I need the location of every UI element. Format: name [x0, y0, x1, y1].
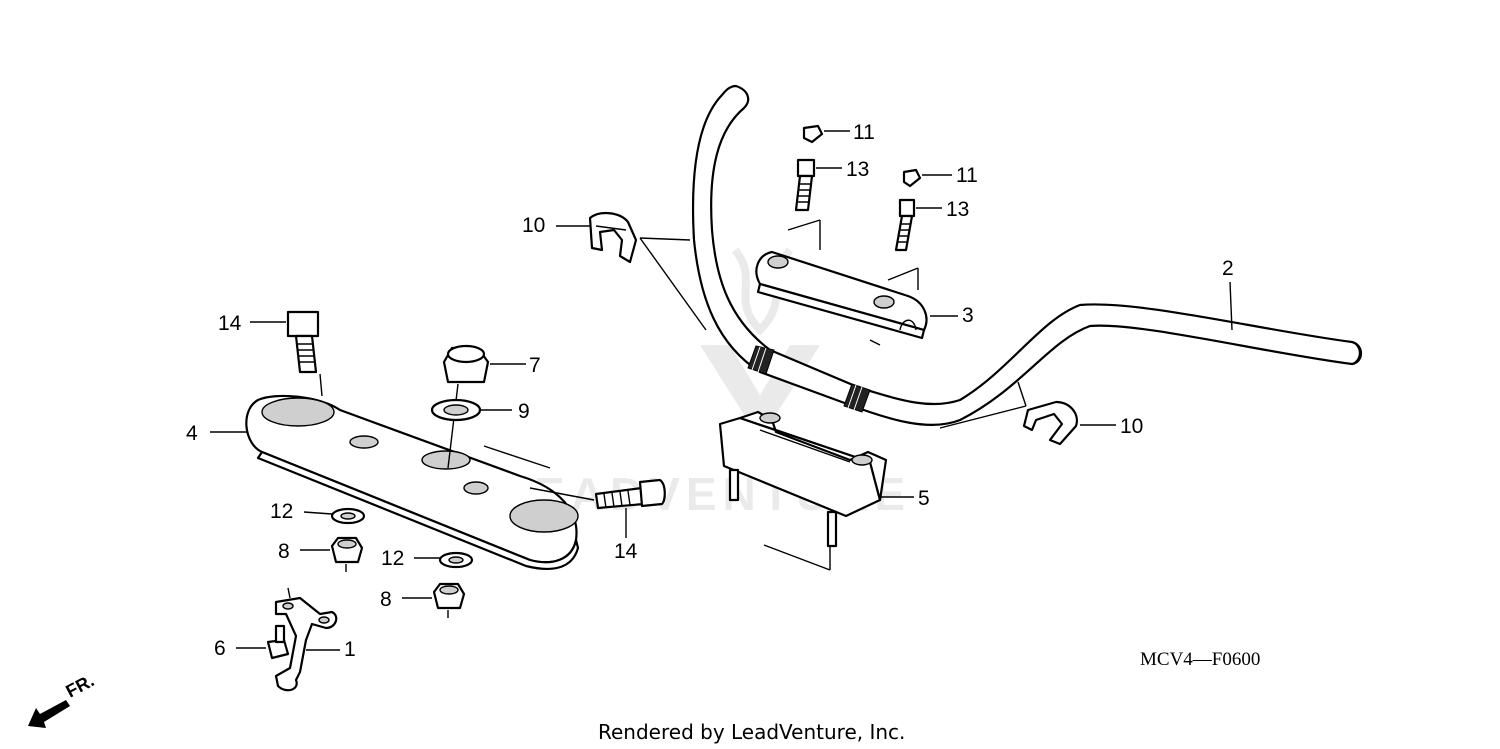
- callout-13-right: 13: [946, 198, 969, 221]
- callout-14-upper: 14: [218, 312, 242, 335]
- bolt-part-13-right: 13: [894, 198, 969, 252]
- lower-holder-part-5: 5: [718, 410, 930, 571]
- footer-credit: Rendered by LeadVenture, Inc.: [598, 720, 905, 744]
- callout-2: 2: [1222, 257, 1234, 280]
- washer-part-12-left: 12: [270, 500, 366, 525]
- callout-8-left: 8: [278, 540, 290, 563]
- callout-4: 4: [186, 422, 198, 445]
- callout-1: 1: [344, 638, 356, 661]
- callout-14-lower: 14: [614, 540, 638, 563]
- callout-8-right: 8: [380, 588, 392, 611]
- washer-part-9: 9: [430, 398, 530, 423]
- upper-holder-part-3: 3: [755, 219, 974, 346]
- callout-10-right: 10: [1120, 415, 1143, 438]
- bracket-part-1: 1: [274, 587, 356, 692]
- bolt-part-14-lower: 14: [529, 478, 666, 563]
- callout-5: 5: [918, 487, 930, 510]
- callout-7: 7: [529, 354, 541, 377]
- nut-part-8-right: 8: [380, 582, 466, 618]
- front-arrow-icon: FR.: [28, 670, 97, 728]
- front-indicator-label: FR.: [62, 670, 97, 701]
- cap-part-11-left: 11: [802, 121, 875, 144]
- nut-part-8-left: 8: [278, 536, 364, 572]
- diagram-code: MCV4—F0600: [1140, 649, 1260, 670]
- callout-13-left: 13: [846, 158, 869, 181]
- cap-part-11-right: 11: [902, 164, 978, 188]
- callout-9: 9: [518, 400, 530, 423]
- clip-part-10-right: 10: [939, 381, 1143, 446]
- bolt-part-13-left: 13: [794, 158, 869, 212]
- callout-12-right: 12: [381, 547, 404, 570]
- callout-11-right: 11: [956, 164, 978, 187]
- callout-3: 3: [962, 304, 974, 327]
- washer-part-12-right: 12: [381, 547, 474, 570]
- callout-6: 6: [214, 637, 226, 660]
- callout-10-left: 10: [522, 214, 545, 237]
- knurl-band-right: [843, 383, 871, 413]
- bolt-part-14-upper: 14: [218, 310, 323, 397]
- callout-12-left: 12: [270, 500, 293, 523]
- knurl-band-left: [747, 345, 775, 375]
- handlebar-part-2: 2: [691, 84, 1363, 426]
- clip-part-10-left: 10: [522, 212, 707, 331]
- top-bridge-part-4: 4: [186, 394, 580, 570]
- bolt-part-6: 6: [214, 624, 290, 660]
- nut-part-7: 7: [442, 344, 541, 469]
- callout-11-left: 11: [853, 121, 875, 144]
